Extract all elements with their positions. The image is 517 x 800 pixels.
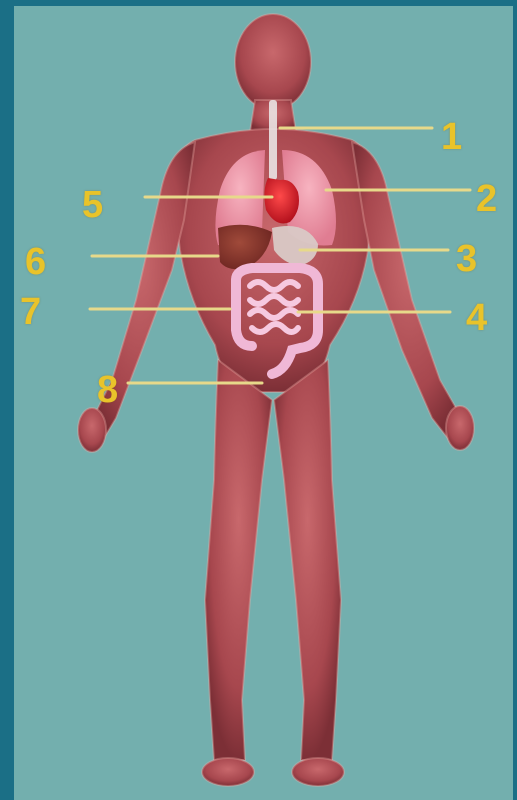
left-foot [292,758,344,786]
left-leg [274,360,341,760]
label-6: 6 [25,243,46,281]
left-arm [352,142,468,446]
trachea [269,100,277,180]
label-4: 4 [466,299,487,337]
head [235,14,311,110]
label-8: 8 [97,371,118,409]
right-foot [202,758,254,786]
label-7: 7 [20,293,41,331]
left-hand [446,406,474,450]
right-hand [78,408,106,452]
right-leg [205,360,272,760]
label-3: 3 [456,240,477,278]
label-1: 1 [441,118,462,156]
label-2: 2 [476,180,497,218]
label-5: 5 [82,186,103,224]
